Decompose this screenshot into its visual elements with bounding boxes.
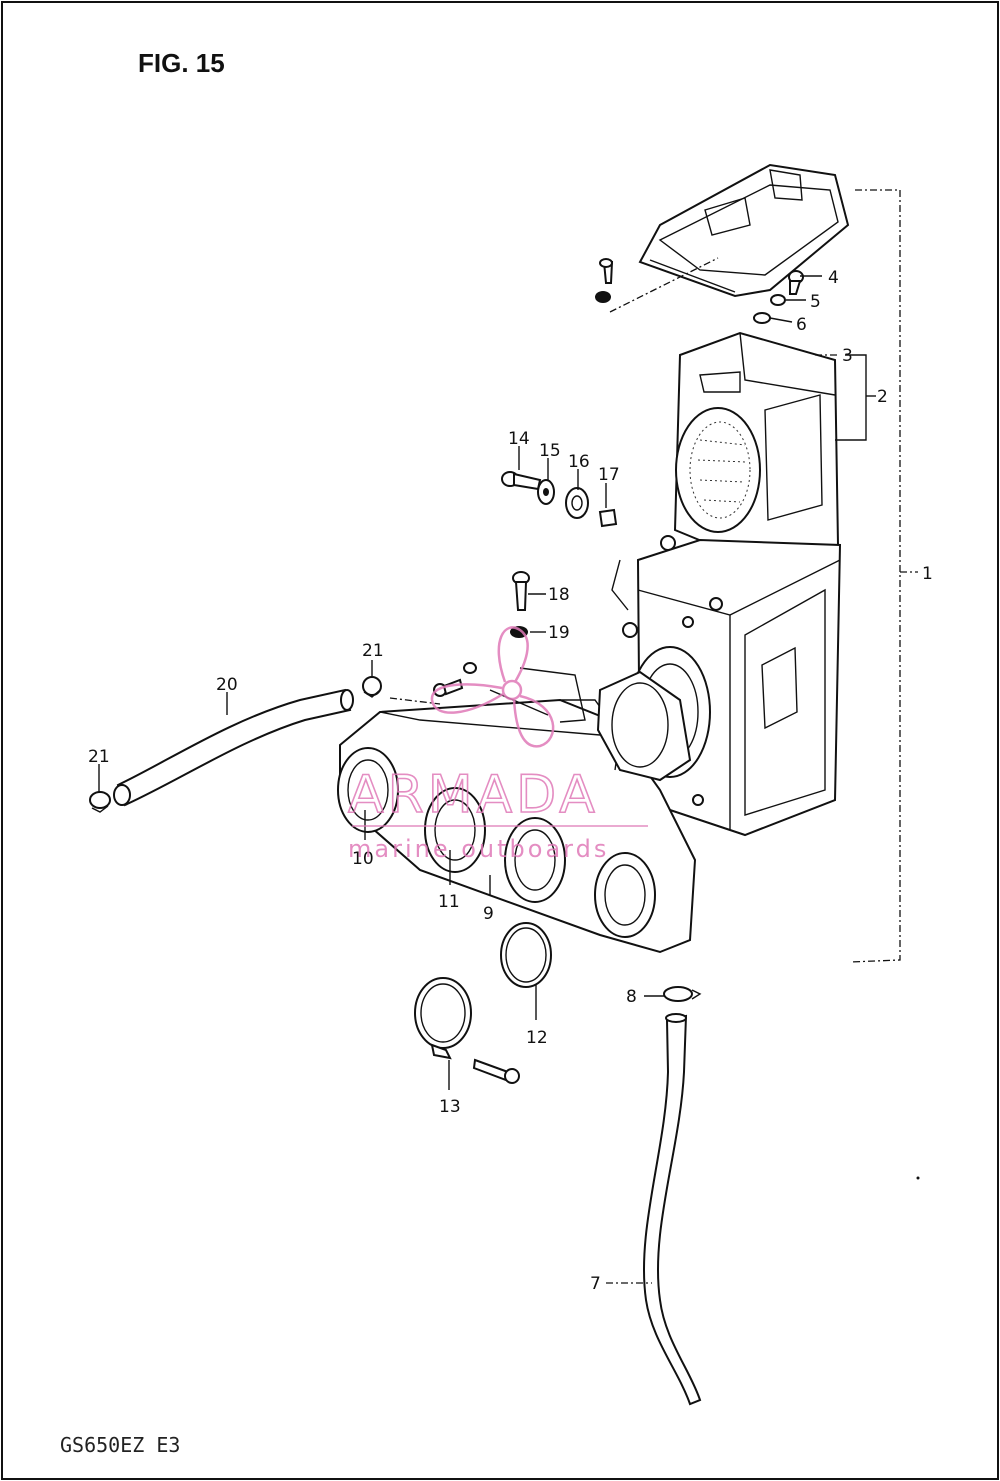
watermark: ARMADA marine outboards <box>347 626 648 863</box>
callout-11: 11 <box>438 892 460 912</box>
callout-18: 18 <box>548 585 570 605</box>
callout-1: 1 <box>922 564 933 584</box>
breather-hose <box>113 688 354 807</box>
callout-2: 2 <box>877 387 888 407</box>
callout-17: 17 <box>598 465 620 485</box>
assembly-bracket <box>849 189 918 963</box>
hose-clamp-13 <box>414 977 520 1084</box>
hose-clip-8 <box>663 986 702 1002</box>
watermark-brand: ARMADA <box>348 765 599 825</box>
callout-10: 10 <box>352 849 374 869</box>
callout-12: 12 <box>526 1028 548 1048</box>
watermark-tagline: marine outboards <box>348 835 609 863</box>
filter-element <box>660 331 840 570</box>
cap-screw-left <box>595 257 719 313</box>
bolt-set-14-17 <box>501 471 618 528</box>
callout-13: 13 <box>439 1097 461 1117</box>
callout-21-lower: 21 <box>88 747 110 767</box>
callout-5: 5 <box>810 292 821 312</box>
drain-hose-7 <box>642 1013 702 1406</box>
hose-clip-21-right <box>362 676 441 705</box>
bolt-18-washer-19 <box>510 571 530 638</box>
callout-3: 3 <box>842 346 853 366</box>
model-code: GS650EZ E3 <box>60 1433 180 1457</box>
callout-4: 4 <box>828 268 839 288</box>
watermark-logo <box>430 626 555 748</box>
callout-15: 15 <box>539 441 561 461</box>
callout-labels: 1 2 3 4 5 6 7 8 9 10 11 12 13 14 15 16 1… <box>88 268 933 1294</box>
leader-lines <box>98 275 876 1284</box>
callout-8: 8 <box>626 987 637 1007</box>
figure-title: FIG. 15 <box>138 48 225 78</box>
callout-19: 19 <box>548 623 570 643</box>
callout-20: 20 <box>216 675 238 695</box>
case-connector-duct <box>596 670 692 782</box>
callout-21-upper: 21 <box>362 641 384 661</box>
manifold-screws <box>433 662 477 697</box>
callout-7: 7 <box>590 1274 601 1294</box>
callout-6: 6 <box>796 315 807 335</box>
hose-clip-21-left <box>89 791 111 813</box>
print-speck <box>916 1176 920 1180</box>
air-cleaner-cap <box>638 163 850 298</box>
callout-14: 14 <box>508 429 530 449</box>
hose-clamp-12 <box>500 922 552 988</box>
callout-16: 16 <box>568 452 590 472</box>
cap-fasteners-4-5-6 <box>753 270 804 324</box>
callout-9: 9 <box>483 904 494 924</box>
